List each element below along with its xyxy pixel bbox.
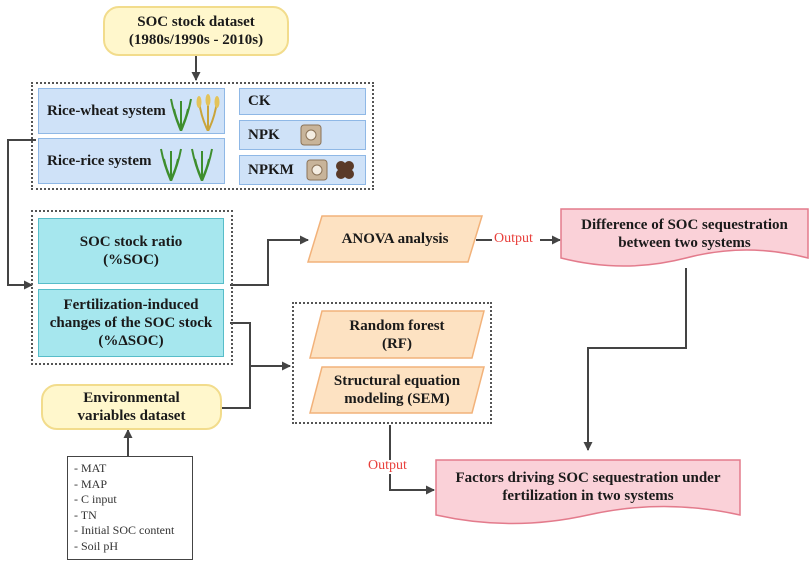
rice-plant-icon xyxy=(159,148,182,181)
output-label-model: Output xyxy=(368,458,407,473)
rice-rice-system-label: Rice-rice system xyxy=(47,152,152,169)
rice-wheat-crops xyxy=(169,94,220,131)
rice-plant-icon xyxy=(190,148,213,181)
difference-title-1: Difference of SOC sequestration xyxy=(581,217,788,233)
treatment-ck-box: CK xyxy=(239,88,366,115)
env-variable-item: - Soil pH xyxy=(74,538,119,553)
env-title-1: Environmental xyxy=(83,390,180,406)
sem-shape xyxy=(309,366,485,414)
output-label-anova: Output xyxy=(494,231,533,246)
factors-title-2: fertilization in two systems xyxy=(502,488,674,504)
treatment-npk-box: NPK xyxy=(239,120,366,150)
modeling-group xyxy=(292,302,492,424)
env-variable-item: - MAP xyxy=(74,476,108,491)
difference-shape xyxy=(560,208,809,267)
sem-title: Structural equation xyxy=(333,373,461,389)
soc-stock-ratio-node: SOC stock ratio (%SOC) xyxy=(38,218,224,284)
manure-icon xyxy=(335,161,354,179)
random-forest-node: Random forest (RF) xyxy=(312,311,482,358)
rice-wheat-system-label: Rice-wheat system xyxy=(47,102,166,119)
env-variable-item: - Initial SOC content xyxy=(74,523,175,537)
soc-dataset-node: SOC stock dataset (1980s/1990s - 2010s) xyxy=(103,6,289,56)
factors-title-1: Factors driving SOC sequestration under xyxy=(455,470,721,486)
rf-shape xyxy=(309,310,485,359)
rf-title: Random forest xyxy=(349,317,445,334)
soc-ratio-symbol: (%SOC) xyxy=(103,252,159,268)
soc-metrics-group xyxy=(31,210,233,365)
rf-abbr: (RF) xyxy=(381,335,412,352)
change-symbol: (%ΔSOC) xyxy=(98,333,164,349)
wheat-plant-icon xyxy=(196,94,220,131)
rice-rice-system-box: Rice-rice system xyxy=(38,138,225,184)
treatment-npkm-box: NPKM xyxy=(239,155,366,185)
factors-node: Factors driving SOC sequestration under … xyxy=(436,465,740,509)
environmental-variables-list: - MAT - MAP - C input - TN - Initial SOC… xyxy=(67,456,193,560)
soc-dataset-title: SOC stock dataset xyxy=(137,14,255,30)
systems-treatments-group xyxy=(31,82,374,190)
change-title-2: changes of the SOC stock xyxy=(49,315,213,331)
difference-node: Difference of SOC sequestration between … xyxy=(561,212,808,256)
anova-label: ANOVA analysis xyxy=(341,231,449,247)
soc-ratio-title: SOC stock ratio xyxy=(79,234,183,250)
environmental-dataset-node: Environmental variables dataset xyxy=(41,384,222,430)
factors-shape xyxy=(435,459,741,525)
fertilizer-bag-icon xyxy=(306,159,328,181)
anova-node: ANOVA analysis xyxy=(310,216,480,262)
sem-abbr: modeling (SEM) xyxy=(344,391,450,407)
rice-rice-crops xyxy=(159,148,213,181)
rice-wheat-system-box: Rice-wheat system xyxy=(38,88,225,134)
treatment-ck-label: CK xyxy=(248,93,271,109)
env-variable-item: - C input xyxy=(74,492,117,506)
sem-node: Structural equation modeling (SEM) xyxy=(312,367,482,413)
anova-shape xyxy=(306,215,484,263)
treatment-npkm-label: NPKM xyxy=(248,161,294,178)
fertilizer-bag-icon xyxy=(300,124,322,146)
rice-plant-icon xyxy=(169,98,192,131)
change-title-1: Fertilization-induced xyxy=(63,297,199,313)
difference-title-2: between two systems xyxy=(618,235,751,251)
fertilization-change-node: Fertilization-induced changes of the SOC… xyxy=(38,289,224,357)
env-title-2: variables dataset xyxy=(77,408,186,424)
env-variable-item: - MAT xyxy=(74,461,107,475)
treatment-npk-label: NPK xyxy=(248,126,280,143)
env-variable-item: - TN xyxy=(74,507,97,522)
soc-dataset-period: (1980s/1990s - 2010s) xyxy=(128,32,264,48)
